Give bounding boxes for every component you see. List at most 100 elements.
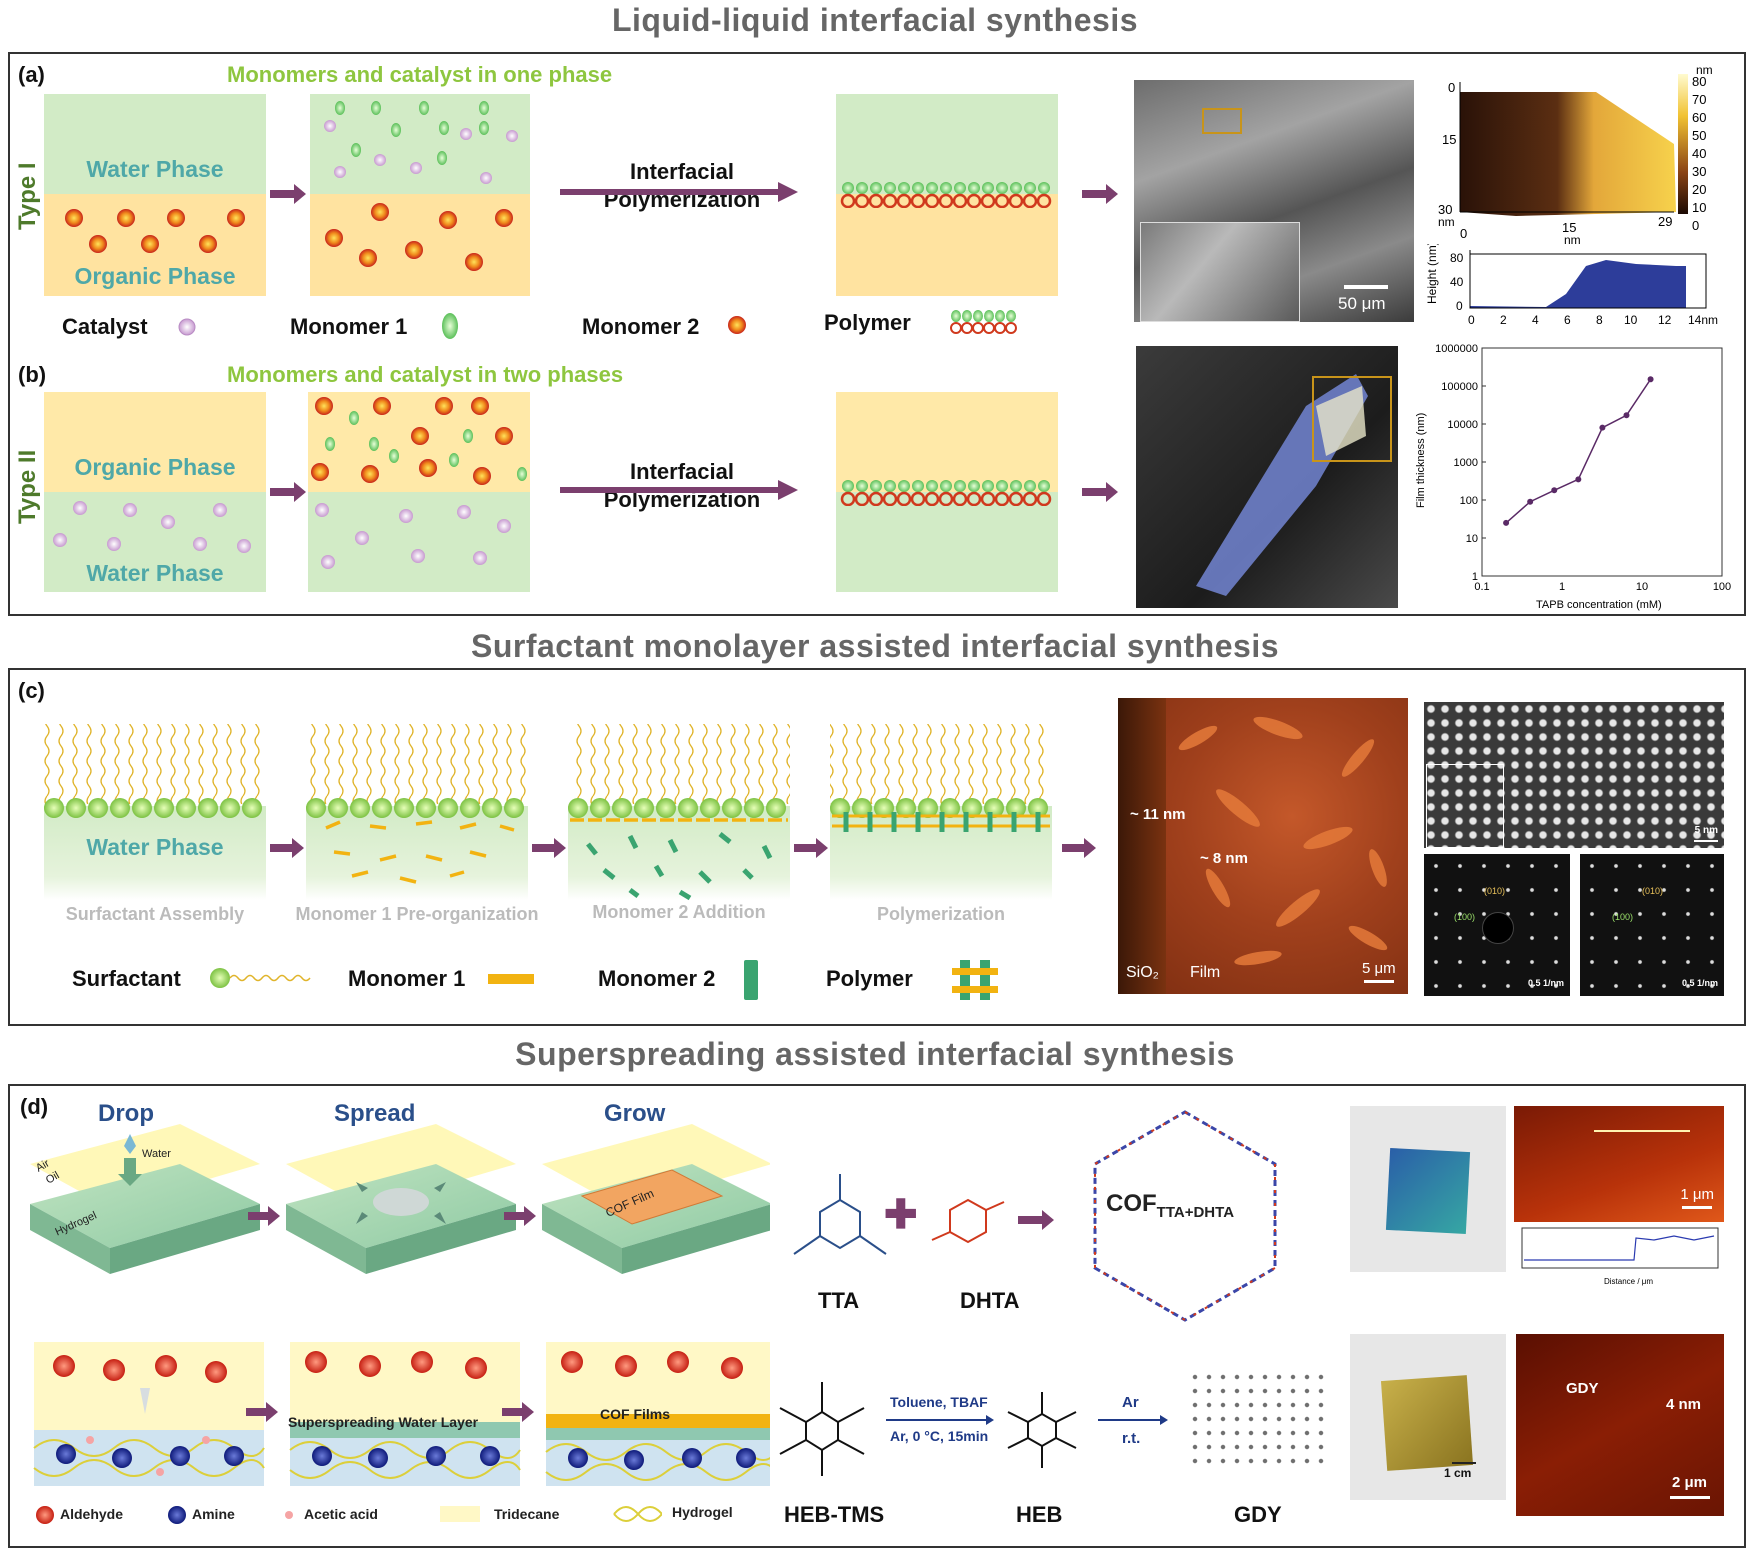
photo-gdy-film: 1 cm — [1350, 1334, 1506, 1500]
sem-scale-bar — [1344, 285, 1388, 289]
afm-x-0: 0 — [1460, 226, 1467, 241]
saed1-index-100: (100) — [1454, 912, 1476, 922]
afm-c-label-8nm: ~ 8 nm — [1200, 850, 1248, 867]
afm-3d-image-a: nm 80 70 60 50 40 30 20 10 0 0 15 30 nm … — [1438, 63, 1713, 247]
afm-cb-8: 0 — [1692, 218, 1699, 233]
profile-ylabel: Height (nm) — [1426, 244, 1439, 304]
afm-cb-6: 20 — [1692, 182, 1706, 197]
superspreading-cross-sections — [33, 1342, 770, 1486]
afm-cof-profile: Distance / μm — [1521, 1227, 1719, 1286]
legend-d-amine-icon — [168, 1506, 186, 1524]
chart-data-point — [1527, 498, 1534, 505]
stage-label-2: Monomer 1 Pre-organization — [295, 904, 539, 924]
panel-a-arrow-2 — [1082, 184, 1118, 204]
panel-b-box1-organic-label: Organic Phase — [74, 454, 236, 480]
hrtem-scale-label: 5 nm — [1694, 825, 1718, 836]
photo-highlight-box — [1312, 376, 1392, 462]
profile-x-3: 6 — [1564, 313, 1571, 327]
label-superspreading-layer: Superspreading Water Layer — [288, 1414, 479, 1430]
panel-a-box1-water-label: Water Phase — [86, 156, 224, 182]
chart-data-point — [1575, 476, 1582, 483]
sem-highlight-box — [1202, 108, 1242, 134]
chart-y-tick-label: 1000000 — [1435, 343, 1478, 355]
afm-unit: nm — [1696, 63, 1713, 77]
chart-points — [1503, 376, 1654, 526]
panel-a-box1-water — [44, 94, 266, 194]
panel-d-spread: Spread — [334, 1100, 416, 1127]
legend-d-tridecane-icon — [440, 1506, 480, 1522]
legend-polymer-icon — [950, 310, 1017, 334]
chem-dhta-structure — [931, 1198, 1005, 1244]
legend-monomer1-label: Monomer 1 — [290, 314, 408, 339]
chart-y-tick-label: 10000 — [1447, 419, 1478, 431]
legend-c-monomer2-label: Monomer 2 — [598, 966, 716, 991]
height-profile-a: Height (nm) 80 40 0 0 2 4 6 8 10 12 14nm — [1426, 244, 1718, 327]
afm-cof-scale-bar — [1682, 1206, 1712, 1209]
afm-cb-3: 50 — [1692, 128, 1706, 143]
afm-c-sio2: SiO₂ — [1126, 964, 1159, 981]
profile-y-0: 80 — [1450, 251, 1464, 265]
legend-d-hydrogel-icon — [613, 1506, 662, 1522]
afm-colorbar-ticks: 80 70 60 50 40 30 20 10 0 — [1692, 74, 1706, 233]
panel-b-box1-catalyst — [53, 501, 251, 553]
panel-b-tag: (b) — [18, 362, 47, 387]
afm-y-unit: nm — [1438, 215, 1455, 229]
legend-d-acetic-label: Acetic acid — [304, 1506, 378, 1522]
panel-b-box1-organic — [44, 392, 266, 492]
hrtem-scale-bar — [1694, 840, 1718, 842]
panel-a-arrow-line1: Interfacial — [630, 159, 734, 184]
legend-d-tridecane-label: Tridecane — [494, 1506, 560, 1522]
chart-y-tick-label: 100000 — [1441, 381, 1478, 393]
afm-cb-2: 60 — [1692, 110, 1706, 125]
profile-x-2: 4 — [1532, 313, 1539, 327]
legend-polymer-label: Polymer — [824, 310, 911, 335]
chart-y-tick-label: 1000 — [1454, 457, 1478, 469]
afm-cof-xlabel: Distance / μm — [1604, 1277, 1653, 1286]
afm-c-label-11nm: ~ 11 nm — [1130, 806, 1186, 823]
chem-plus: ✚ — [884, 1193, 918, 1237]
chart-x-tick-label: 1 — [1559, 581, 1565, 593]
chem-cond-1: Toluene, TBAF — [890, 1394, 988, 1410]
hrtem-image-c: 5 nm — [1424, 702, 1724, 848]
profile-x-7: 14nm — [1688, 313, 1718, 327]
afm-cb-5: 30 — [1692, 164, 1706, 179]
afm-c-substrate — [1118, 698, 1166, 994]
panel-b-polymer-layer — [840, 478, 1052, 506]
chart-frame — [1481, 347, 1723, 577]
label-cof-films: COF Films — [600, 1406, 671, 1422]
panel-b-type-label: Type II — [14, 449, 41, 524]
afm-c-scale-bar — [1364, 980, 1394, 983]
stage-label-3: Monomer 2 Addition — [592, 902, 766, 922]
profile-x-5: 10 — [1624, 313, 1638, 327]
panel-a-heading: Monomers and catalyst in one phase — [227, 62, 613, 87]
panel-c-tag: (c) — [18, 678, 45, 703]
chem-arrow-gdy — [1098, 1415, 1168, 1425]
chem-cof-main: COF — [1106, 1190, 1157, 1217]
chem-arrow-cof — [1018, 1210, 1054, 1230]
saed-image-2: (010) (100) 0.5 1/nm — [1580, 854, 1724, 996]
photo-cof-film — [1350, 1106, 1506, 1272]
photo-cof-square — [1385, 1147, 1471, 1235]
panel-a-long-arrow — [560, 182, 798, 202]
afm-gdy-scale-label: 2 μm — [1672, 1474, 1708, 1491]
afm-cb-7: 10 — [1692, 200, 1706, 215]
profile-x-1: 2 — [1500, 313, 1507, 327]
panel-b-long-arrow — [560, 480, 798, 500]
chem-cond-2: Ar, 0 °C, 15min — [890, 1428, 989, 1444]
saed1-beam-stop — [1482, 912, 1514, 944]
legend-catalyst-label: Catalyst — [62, 314, 148, 339]
afm-gdy-height: 4 nm — [1666, 1396, 1702, 1413]
photo-film-b — [1136, 346, 1398, 608]
panel-a-tag: (a) — [18, 62, 45, 87]
afm-y-1: 15 — [1442, 132, 1456, 147]
sem-inset — [1140, 222, 1300, 322]
chart-ylabel: Film thickness (nm) — [1415, 413, 1427, 508]
saed2-index-100: (100) — [1612, 912, 1634, 922]
chem-heb-structure — [1007, 1392, 1077, 1468]
panel-b-box2-particles — [311, 397, 527, 569]
panel-a-box2-particles — [324, 101, 518, 271]
chart-x-tick-label: 100 — [1713, 581, 1731, 593]
panel-b-box2-water — [308, 492, 530, 592]
